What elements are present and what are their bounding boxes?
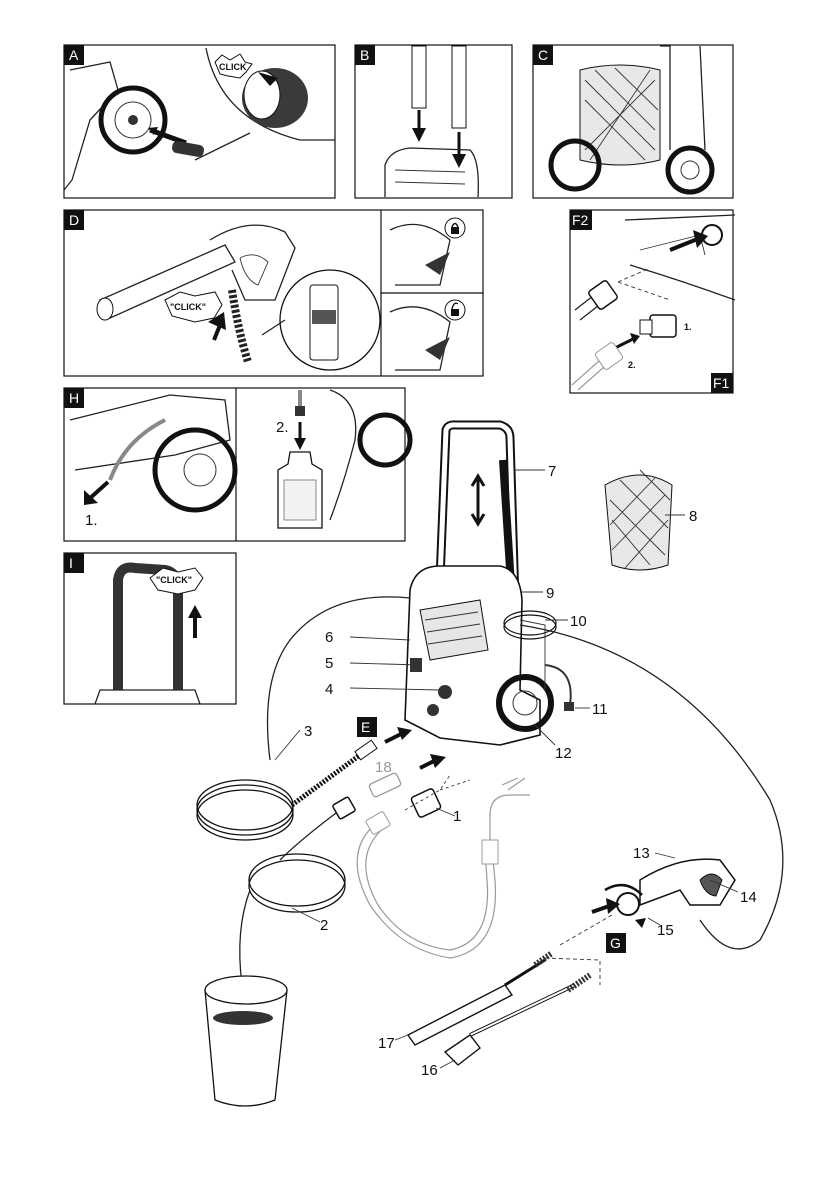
spray-gun-icon <box>209 224 296 301</box>
panel-f2-step2: 2. <box>628 360 636 370</box>
callout-4: 4 <box>325 681 333 698</box>
panel-a-tag: A <box>69 47 79 63</box>
callout-15: 15 <box>657 922 674 939</box>
callout-10: 10 <box>570 613 587 630</box>
panel-f2-tag: F2 <box>572 212 589 228</box>
panel-b: B <box>354 44 513 199</box>
panel-c-tag: C <box>538 47 548 63</box>
panel-f1-tag: F1 <box>713 375 730 391</box>
panel-d: D "CLICK" <box>63 209 484 377</box>
unlocked-trigger-icon <box>389 306 451 371</box>
suction-hose-icon <box>108 418 166 481</box>
filter-icon <box>368 772 402 798</box>
callout-16: 16 <box>421 1062 438 1079</box>
callout-17: 17 <box>378 1035 395 1052</box>
main-wheel-icon <box>496 674 554 732</box>
callout-9: 9 <box>546 585 554 602</box>
panel-h-step1: 1. <box>85 512 98 529</box>
panel-a-click-text: CLICK <box>219 62 247 72</box>
callout-14: 14 <box>740 889 757 906</box>
panel-h-tag: H <box>69 390 79 406</box>
callout-1: 1 <box>453 808 461 825</box>
water-connection-icon <box>410 788 442 818</box>
panel-h-step2: 2. <box>276 419 289 436</box>
callout-3: 3 <box>304 723 312 740</box>
panel-c: C <box>532 44 734 199</box>
panel-a: A CLICK <box>63 44 336 199</box>
bucket-icon <box>204 989 288 1107</box>
label-e: E <box>361 719 370 735</box>
main-assembly: E G <box>196 420 784 1107</box>
callout-11: 11 <box>592 701 608 718</box>
callout-5: 5 <box>325 655 333 672</box>
callout-8: 8 <box>689 508 697 525</box>
panel-i: I "CLICK" <box>63 552 237 705</box>
panel-b-tag: B <box>360 47 369 63</box>
label-g: G <box>610 935 621 951</box>
locked-trigger-icon <box>389 223 451 286</box>
panel-d-click-text: "CLICK" <box>170 302 206 312</box>
callout-2: 2 <box>320 917 328 934</box>
callout-18: 18 <box>375 759 392 776</box>
machine-body-icon <box>404 565 541 746</box>
panel-h: H 1. 2. <box>63 387 413 542</box>
panel-i-tag: I <box>69 555 73 571</box>
wheel-icon <box>98 85 168 155</box>
panel-f: F2 F1 1. 2. <box>569 209 736 394</box>
callout-6: 6 <box>325 629 333 646</box>
panel-f2-step1: 1. <box>684 322 692 332</box>
panel-d-tag: D <box>69 212 79 228</box>
vario-lance-icon <box>406 984 514 1046</box>
callout-7: 7 <box>548 463 556 480</box>
panel-i-click-text: "CLICK" <box>156 575 192 585</box>
tap-adapter-icon <box>649 314 677 338</box>
callout-13: 13 <box>633 845 650 862</box>
callout-12: 12 <box>555 745 572 762</box>
